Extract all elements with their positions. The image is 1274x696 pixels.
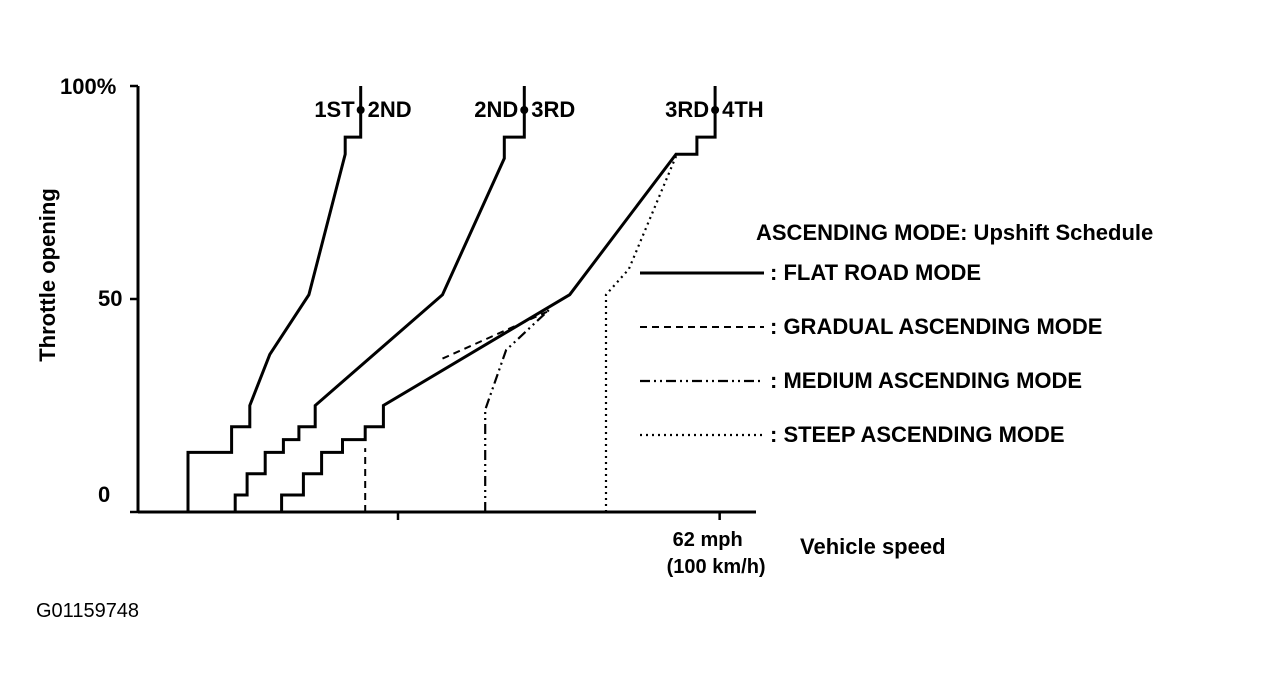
y-tick-label: 0 xyxy=(98,482,111,507)
legend-item: : GRADUAL ASCENDING MODE xyxy=(640,312,1102,342)
x-tick-label: 62 mph xyxy=(672,529,743,551)
shift-label-from: 3RD xyxy=(665,97,710,122)
legend-label: : STEEP ASCENDING MODE xyxy=(770,422,1065,447)
legend-label: : FLAT ROAD MODE xyxy=(770,260,982,285)
y-axis-title: Throttle opening xyxy=(35,188,60,362)
series-line-solid-1 xyxy=(233,86,526,512)
series-line-dashdot-5 xyxy=(484,306,553,512)
series-line-dotted-6 xyxy=(604,153,678,512)
x-axis-title: Vehicle speed xyxy=(800,534,946,559)
series-layer xyxy=(186,86,717,512)
shift-label-to: 3RD xyxy=(531,97,576,122)
legend-swatch xyxy=(640,433,764,437)
series-line-solid-0 xyxy=(186,86,363,512)
series-line-dashed-4 xyxy=(442,310,548,360)
legend-swatch xyxy=(640,379,764,383)
axes xyxy=(130,84,756,520)
y-tick-label: 100% xyxy=(60,74,117,99)
legend-swatch xyxy=(640,271,764,275)
legend-item: : FLAT ROAD MODE xyxy=(640,258,981,288)
shift-label-from: 1ST xyxy=(314,97,355,122)
legend-label: : MEDIUM ASCENDING MODE xyxy=(770,368,1083,393)
legend-item: : MEDIUM ASCENDING MODE xyxy=(640,366,1082,396)
legend-item: : STEEP ASCENDING MODE xyxy=(640,420,1065,450)
shift-label-from: 2ND xyxy=(474,97,519,122)
chart-title: ASCENDING MODE: Upshift Schedule xyxy=(756,220,1154,245)
legend-swatch xyxy=(640,326,764,328)
shift-label-to: 2ND xyxy=(367,97,412,122)
y-tick-label: 50 xyxy=(98,286,123,311)
figure-id: G01159748 xyxy=(36,600,140,622)
series-line-solid-2 xyxy=(280,86,717,512)
legend-label: : GRADUAL ASCENDING MODE xyxy=(770,314,1103,339)
shift-label-to: 4TH xyxy=(722,97,764,122)
x-tick-sublabel: (100 km/h) xyxy=(666,556,766,578)
